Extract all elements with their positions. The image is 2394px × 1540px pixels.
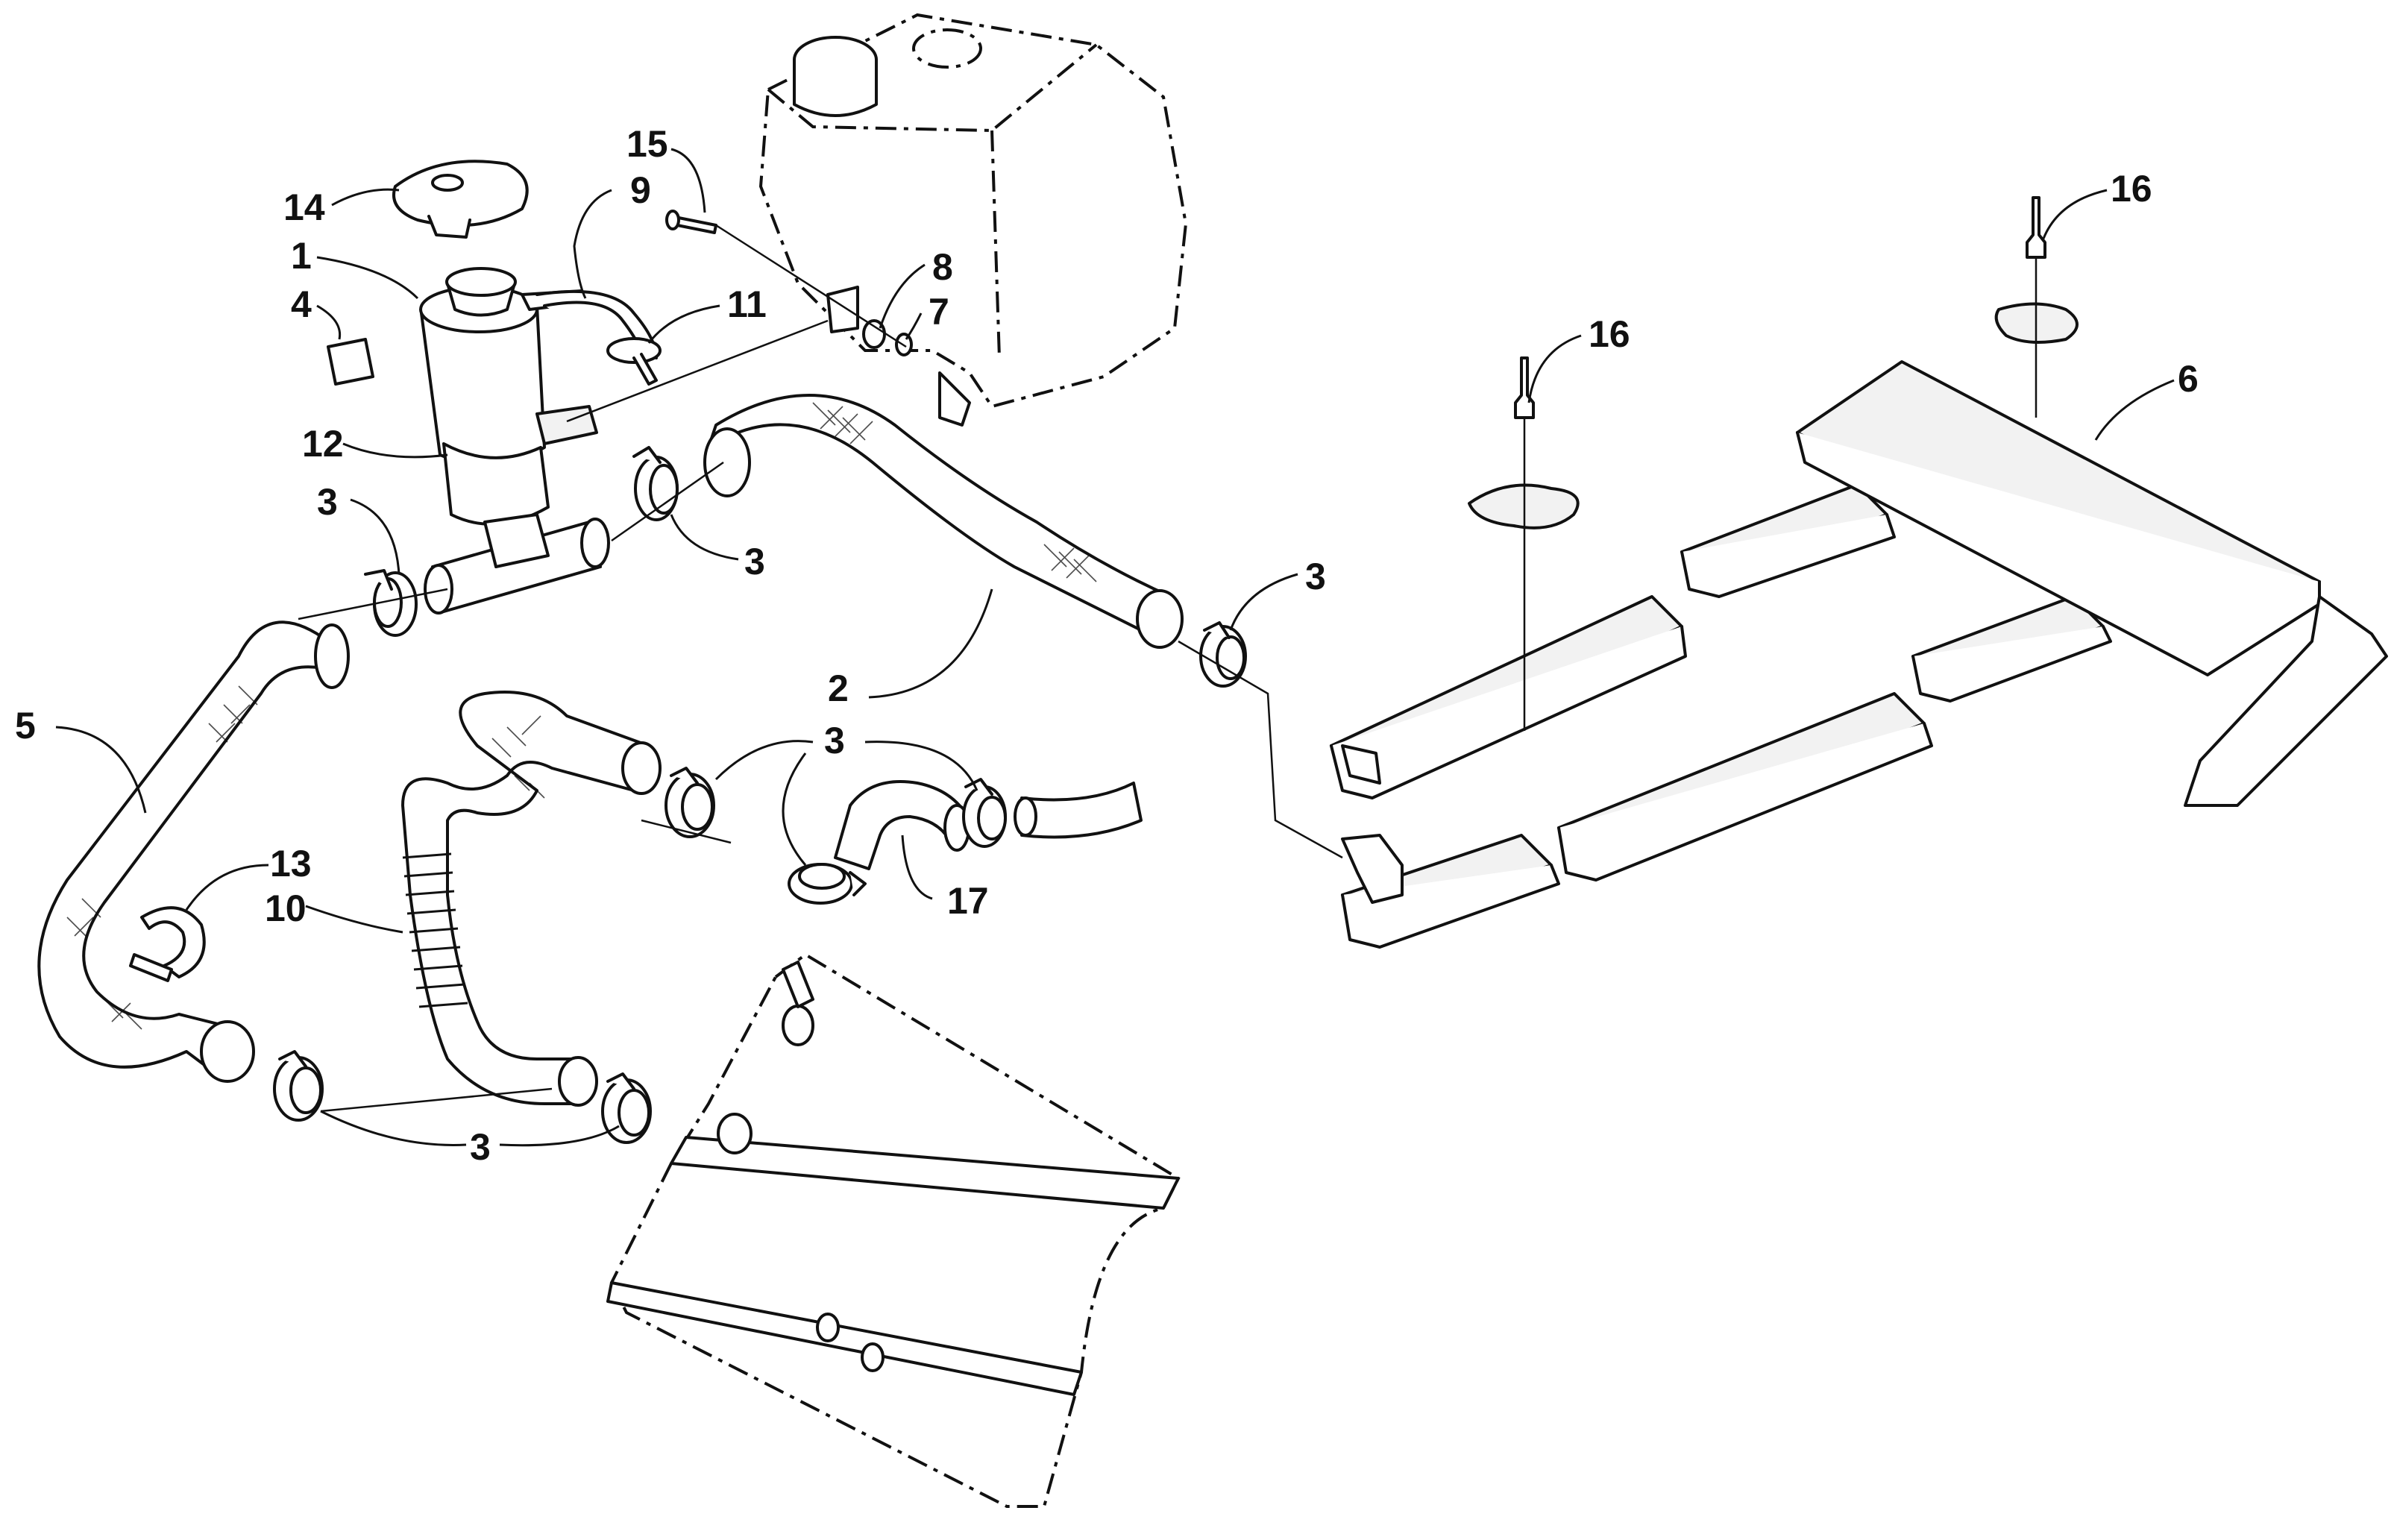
hose-clamp-right-tee [632, 446, 679, 521]
small-clamp [606, 337, 662, 386]
coolant-reservoir-tank [758, 13, 1188, 427]
hose-clamp-under-elbow [788, 863, 867, 905]
leader-3c [1229, 573, 1298, 631]
hose-clip [129, 906, 206, 982]
heat-exchanger-rail-upper-right [1680, 483, 1896, 598]
leader-14 [331, 188, 400, 207]
hose-clamp-lower-middle [601, 1072, 652, 1144]
tank-bracket [826, 286, 859, 333]
leader-16a [1527, 334, 1582, 403]
callout-10: 10 [265, 887, 307, 929]
callout-3-upper-right: 3 [1305, 556, 1326, 597]
callout-13: 13 [270, 843, 312, 884]
leader-3d2 [864, 741, 978, 791]
callout-8: 8 [932, 246, 953, 288]
leader-3e [320, 1110, 467, 1146]
callout-6: 6 [2178, 358, 2199, 400]
callout-1: 1 [291, 235, 312, 277]
heat-exchanger-rail-lower-left [1341, 834, 1560, 949]
corrugated-hose [401, 691, 662, 1107]
elbow-hose [834, 780, 971, 870]
callout-3-right-tee: 3 [744, 541, 765, 582]
leader-3e2 [499, 1125, 620, 1147]
leader-16b [2042, 189, 2108, 239]
decal-label [327, 338, 374, 386]
tee-fitting [424, 513, 610, 615]
leader-17 [901, 835, 933, 900]
callout-4: 4 [291, 283, 312, 325]
callout-17: 17 [947, 880, 989, 922]
callout-12: 12 [302, 423, 344, 465]
callout-14: 14 [283, 186, 325, 228]
leader-5 [55, 726, 147, 814]
callout-3-bottom: 3 [470, 1126, 491, 1168]
radiator-cap [392, 160, 529, 239]
callout-3-left-tee: 3 [317, 481, 338, 523]
callout-2: 2 [828, 667, 849, 709]
leader-3d3 [782, 752, 807, 866]
leader-10 [305, 905, 403, 934]
heat-exchanger-rail-middle [1557, 692, 1933, 881]
leader-15 [670, 148, 706, 213]
rail-elbow-fitting [1341, 834, 1404, 904]
leader-3b [670, 514, 739, 561]
leader-3d [714, 740, 814, 781]
leader-8 [879, 263, 926, 329]
leader-11 [647, 304, 720, 344]
callout-9: 9 [630, 169, 651, 211]
heat-exchanger-rail-lower-right [1911, 595, 2112, 703]
upper-coolant-hose [703, 394, 1184, 649]
left-coolant-hose [37, 620, 350, 1083]
callout-15: 15 [626, 123, 668, 165]
leader-1 [316, 256, 419, 300]
hose-clamp-elbow-right [962, 778, 1007, 848]
leader-13 [185, 864, 269, 911]
leader-12 [342, 442, 448, 459]
leader-9 [573, 189, 612, 299]
hose-clamp-lower-left [273, 1050, 324, 1122]
callout-16-left: 16 [1589, 313, 1630, 355]
callout-7: 7 [929, 291, 949, 333]
rivet-left [1514, 356, 1535, 419]
front-heat-exchanger [606, 952, 1181, 1508]
rear-heat-exchanger-plate [1796, 360, 2388, 807]
callout-16-right: 16 [2111, 168, 2152, 210]
leader-7 [905, 312, 923, 340]
leader-4 [316, 304, 342, 340]
rivet-right [2026, 196, 2046, 259]
hose-clamp-middle [665, 767, 715, 838]
leader-3a [350, 498, 400, 575]
callout-11: 11 [727, 283, 767, 325]
callout-3-middle: 3 [824, 720, 845, 761]
leader-6 [2094, 379, 2175, 441]
heat-exchanger-rail-upper-left [1330, 595, 1687, 799]
callout-5: 5 [15, 705, 36, 747]
leader-2 [868, 588, 993, 699]
connector-hose [1020, 782, 1143, 839]
hose-clamp-left-tee [364, 569, 418, 637]
filler-neck-housing [419, 267, 598, 526]
mounting-screw [665, 210, 717, 234]
